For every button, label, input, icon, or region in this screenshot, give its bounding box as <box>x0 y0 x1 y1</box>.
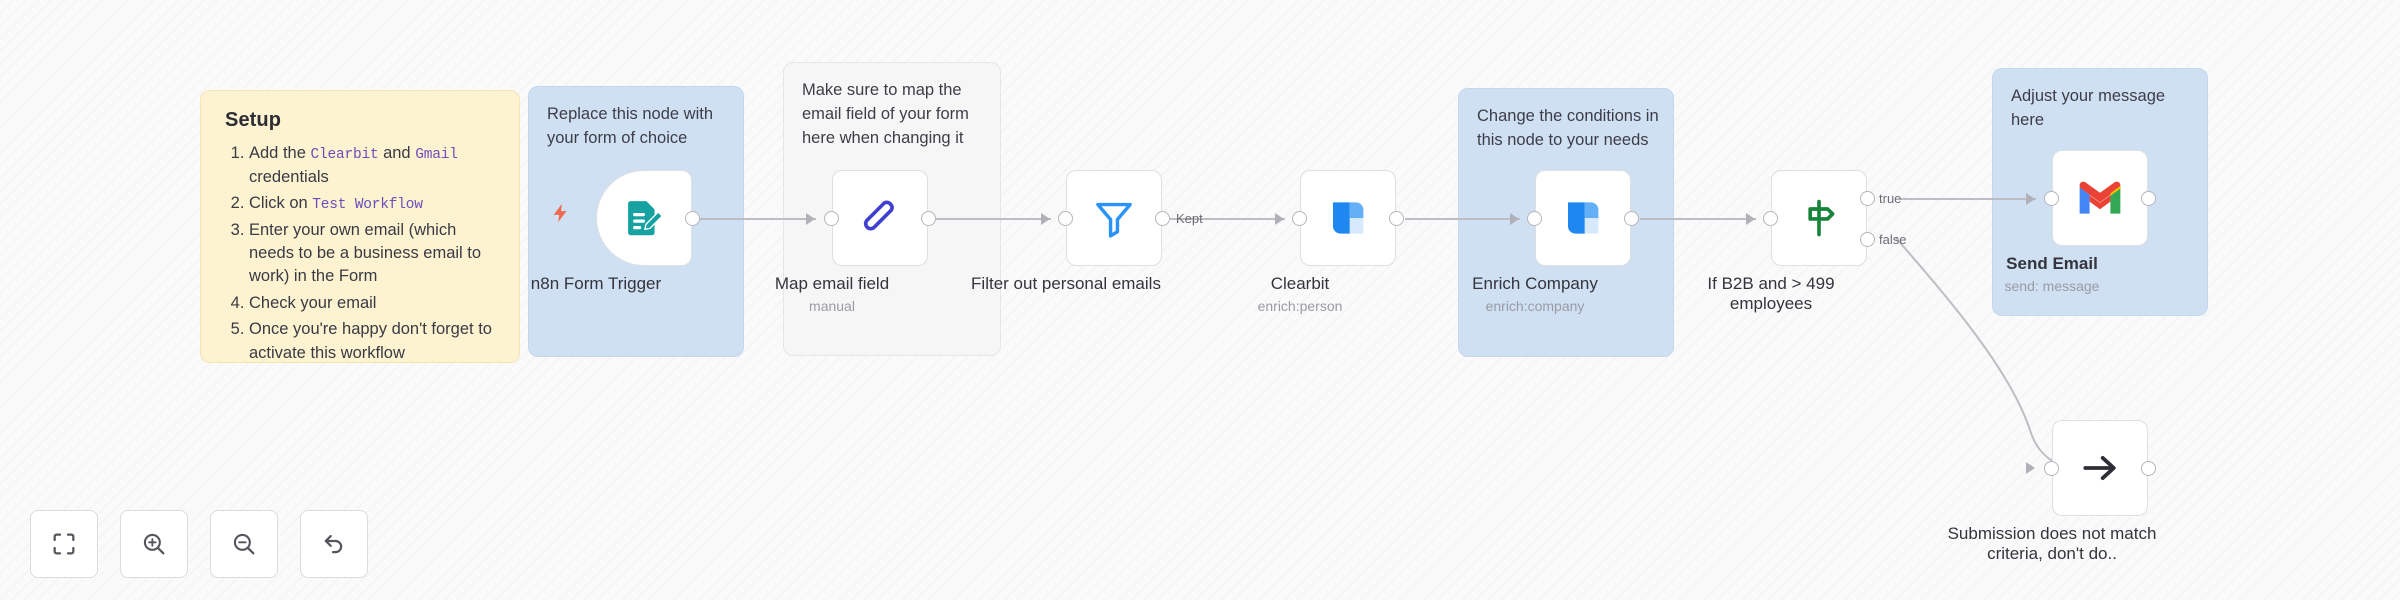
map-email-field-label: Map email field <box>774 274 890 293</box>
zoom-in-icon <box>143 533 165 555</box>
edge-arrow-filter <box>1041 213 1050 225</box>
send-email-sublabel: send: message <box>2004 278 2100 294</box>
edge-arrow-map <box>806 213 815 225</box>
sticky-note-replace-node[interactable]: Replace this node with your form of choi… <box>528 86 744 357</box>
edge-filter-to-clearbit <box>1170 218 1285 220</box>
filter-box[interactable] <box>1066 170 1162 266</box>
if-b2b-false-label: false <box>1879 232 1907 247</box>
clearbit-sublabel: enrich:person <box>1257 298 1343 314</box>
edge-trigger-to-map <box>700 218 816 220</box>
enrich-company-box[interactable] <box>1535 170 1631 266</box>
enrich-company-output-port[interactable] <box>1624 211 1639 226</box>
no-op-box[interactable] <box>2052 420 2148 516</box>
fit-view-icon <box>53 533 75 555</box>
edge-map-to-filter <box>935 218 1051 220</box>
clearbit-label: Clearbit <box>1270 274 1330 293</box>
reset-zoom-button[interactable] <box>300 510 368 578</box>
send-email-input-port[interactable] <box>2044 191 2059 206</box>
edge-enrich-to-if <box>1640 218 1756 220</box>
form-trigger-output-port[interactable] <box>685 211 700 226</box>
if-b2b-label: If B2B and > 499 employees <box>1707 274 1835 314</box>
enrich-company-input-port[interactable] <box>1527 211 1542 226</box>
clearbit-icon <box>1568 202 1599 234</box>
code-gmail: Gmail <box>415 147 458 163</box>
gmail-icon <box>2079 181 2121 214</box>
enrich-company-sublabel: enrich:company <box>1485 298 1585 314</box>
if-b2b-true-label: true <box>1879 191 1902 206</box>
if-signpost-icon <box>1808 199 1835 237</box>
send-email-label: Send Email <box>2006 254 2098 273</box>
map-email-field-input-port[interactable] <box>824 211 839 226</box>
sticky-note-setup-list: Add the Clearbit and Gmail credentials C… <box>223 142 499 365</box>
code-clearbit: Clearbit <box>310 147 379 163</box>
send-email-box[interactable] <box>2052 150 2148 246</box>
zoom-out-icon <box>233 533 255 555</box>
filter-kept-label: Kept <box>1176 211 1203 226</box>
edge-if-true-to-send-email <box>1900 198 2036 200</box>
canvas-toolbar <box>30 510 368 578</box>
if-b2b-box[interactable] <box>1771 170 1867 266</box>
undo-arrow-icon <box>324 534 343 554</box>
filter-output-port[interactable] <box>1155 211 1170 226</box>
n8n-form-icon <box>628 201 664 236</box>
sticky-note-adjust-message-text: Adjust your message here <box>2011 87 2166 129</box>
filter-icon <box>1096 202 1132 238</box>
filter-input-port[interactable] <box>1058 211 1073 226</box>
clearbit-input-port[interactable] <box>1292 211 1307 226</box>
no-op-input-port[interactable] <box>2044 461 2059 476</box>
sticky-note-change-conditions[interactable]: Change the conditions in this node to yo… <box>1458 88 1674 357</box>
filter-label: Filter out personal emails <box>971 274 1161 293</box>
clearbit-icon <box>1333 202 1364 234</box>
setup-step-1: Add the Clearbit and Gmail credentials <box>249 142 499 189</box>
no-op-label: Submission does not match criteria, don'… <box>1947 524 2157 564</box>
sticky-note-setup-title: Setup <box>225 109 282 131</box>
no-op-output-port[interactable] <box>2141 461 2156 476</box>
setup-step-3: Enter your own email (which needs to be … <box>249 219 499 289</box>
enrich-company-label: Enrich Company <box>1472 274 1598 293</box>
code-test-workflow: Test Workflow <box>312 197 423 213</box>
setup-step-5: Once you're happy don't forget to activa… <box>249 318 499 365</box>
edit-fields-icon <box>863 200 894 231</box>
form-trigger-label: n8n Form Trigger <box>530 274 662 293</box>
fit-to-view-button[interactable] <box>30 510 98 578</box>
trigger-bolt-icon <box>550 200 572 226</box>
setup-step-4: Check your email <box>249 292 499 315</box>
edge-clearbit-to-enrich <box>1405 218 1520 220</box>
if-b2b-input-port[interactable] <box>1763 211 1778 226</box>
if-b2b-true-port[interactable] <box>1860 191 1875 206</box>
send-email-output-port[interactable] <box>2141 191 2156 206</box>
edge-arrow-if <box>1746 213 1755 225</box>
zoom-out-button[interactable] <box>210 510 278 578</box>
clearbit-output-port[interactable] <box>1389 211 1404 226</box>
sticky-note-change-conditions-text: Change the conditions in this node to yo… <box>1477 107 1659 149</box>
edge-arrow-send-email <box>2026 193 2035 205</box>
map-email-field-sublabel: manual <box>809 298 855 314</box>
edge-arrow-clearbit <box>1275 213 1284 225</box>
zoom-in-button[interactable] <box>120 510 188 578</box>
sticky-note-replace-node-text: Replace this node with your form of choi… <box>547 105 714 147</box>
edge-arrow-enrich <box>1510 213 1519 225</box>
sticky-note-map-email-text: Make sure to map the email field of your… <box>802 81 969 147</box>
noop-arrow-icon <box>2083 455 2116 481</box>
map-email-field-box[interactable] <box>832 170 928 266</box>
edge-if-false-to-noop <box>1895 237 2077 469</box>
setup-step-2: Click on Test Workflow <box>249 192 499 216</box>
form-trigger-box[interactable] <box>596 170 692 266</box>
if-b2b-false-port[interactable] <box>1860 232 1875 247</box>
clearbit-box[interactable] <box>1300 170 1396 266</box>
sticky-note-setup[interactable]: Setup Add the Clearbit and Gmail credent… <box>200 90 520 363</box>
map-email-field-output-port[interactable] <box>921 211 936 226</box>
edge-arrow-noop <box>2026 462 2035 474</box>
